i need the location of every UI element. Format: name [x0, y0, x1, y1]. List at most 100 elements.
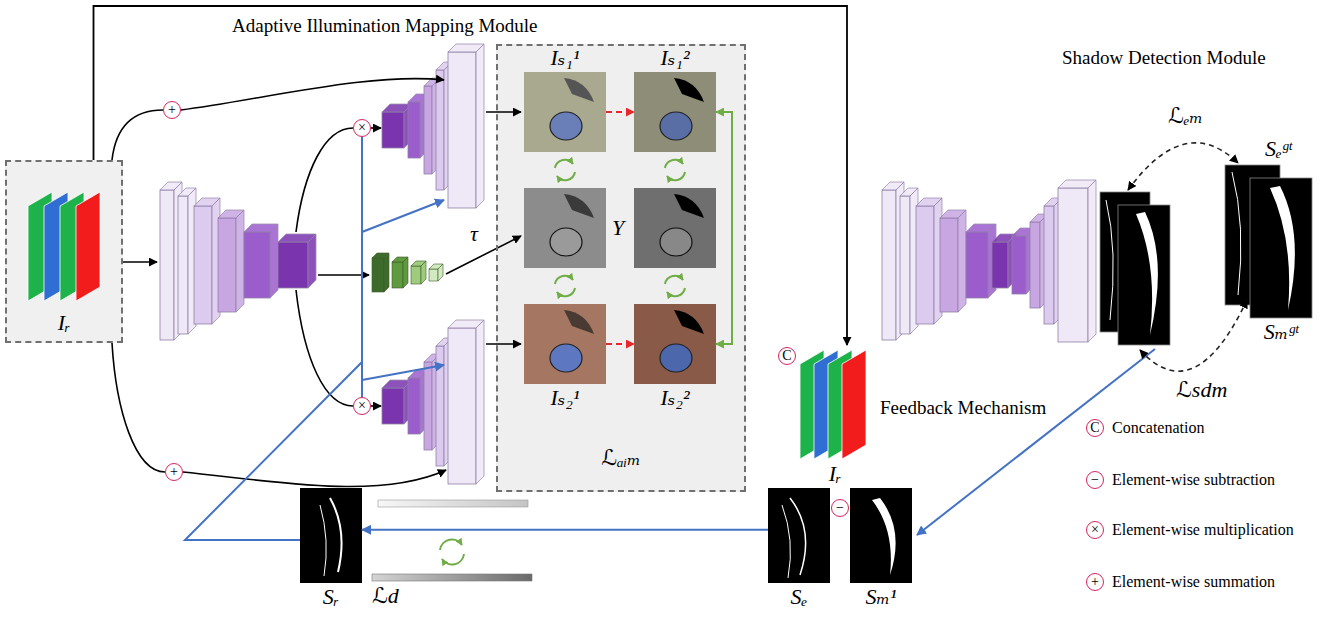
aim-images [674, 310, 704, 334]
shadow-detection-network [992, 242, 1008, 288]
feedback-maps [782, 505, 790, 578]
aim-images [564, 310, 594, 334]
threshold-network [438, 264, 443, 281]
operator-symbol: C [778, 347, 796, 365]
encoder-network [278, 234, 316, 288]
threshold-network [411, 261, 426, 284]
encoder-network [278, 242, 308, 288]
shadow-detection-network [1088, 180, 1096, 342]
aim-images [660, 344, 692, 372]
consistency-arrow [716, 112, 732, 344]
legend-symbol: × [1086, 521, 1104, 539]
image-panel: Y [524, 188, 606, 268]
mask-map: Sₘ¹ [850, 488, 912, 583]
feature-flow-lines [446, 236, 521, 274]
module-title: Feedback Mechanism [880, 398, 1046, 419]
node-label: Iₛ₂¹ [551, 386, 580, 410]
ground-truth-maps [1225, 165, 1312, 318]
lower-decoder [448, 328, 476, 484]
lower-decoder [476, 320, 484, 484]
upper-decoder [448, 52, 476, 208]
threshold-network [392, 257, 408, 288]
shadow-detection-network [882, 190, 896, 340]
consistency-cycle [440, 539, 462, 550]
feedback-maps [372, 574, 532, 581]
mask-map: Sᵣ [300, 488, 362, 583]
encoder-network [178, 196, 188, 334]
feedback-lines [185, 137, 1155, 540]
predicted-maps [1100, 192, 1170, 345]
mask-map: Sₘᵍᵗ [1250, 178, 1312, 318]
loss-label: ℒsdm [1176, 378, 1227, 402]
aim-images [674, 194, 704, 218]
ground-truth-maps [1232, 172, 1241, 295]
encoder-network [244, 224, 278, 298]
ground-truth-maps [1270, 186, 1295, 310]
lower-decoder [436, 346, 444, 466]
threshold-network [403, 257, 408, 288]
feedback-lines [917, 349, 1155, 535]
threshold-network [421, 261, 426, 284]
feature-flow-lines [486, 343, 521, 345]
feature-flow-lines [486, 111, 521, 113]
aim-images [634, 72, 716, 152]
threshold-symbol: τ [470, 222, 478, 246]
encoder-network [308, 234, 316, 288]
panel-grounds [5, 44, 746, 492]
aim-module-box: ℒₐᵢₘ Iₛ₁¹ Iₛ₁² Y Iₛ₂¹ Iₛ₂² [496, 44, 746, 492]
shadow-detection-network [940, 218, 958, 312]
ground-truth-maps [1250, 178, 1312, 318]
consistency-cycle [442, 554, 464, 565]
aim-images [564, 78, 594, 102]
skip-arrow [94, 6, 848, 345]
feedback-lines [362, 365, 444, 380]
node-label: Iₛ₂² [661, 386, 690, 410]
aim-images [524, 304, 606, 384]
input-stack: Iᵣ [795, 345, 875, 460]
feedback-lines [361, 137, 363, 397]
feedback-maps [320, 505, 326, 576]
image-panel: Iₛ₁² [634, 72, 716, 152]
node-label: Sₑ [791, 585, 808, 609]
feedback-maps [850, 488, 912, 583]
node-label: Sₘ¹ [865, 585, 896, 609]
consistency-cycle [667, 288, 685, 296]
operator-symbol: × [353, 119, 371, 137]
lower-decoder [382, 380, 412, 424]
shadow-detection-network [966, 232, 988, 298]
lower-decoder [408, 378, 420, 434]
feature-flow-lines [112, 79, 521, 487]
module-title: Shadow Detection Module [1062, 48, 1266, 69]
aim-images [550, 112, 582, 140]
feature-flow-lines [181, 79, 444, 110]
shadow-detection-network [940, 210, 966, 312]
shadow-detection-network [900, 188, 918, 334]
feedback-maps [790, 498, 806, 575]
threshold-network [429, 264, 443, 281]
consistency-cycle [665, 160, 683, 168]
threshold-network [429, 269, 438, 281]
encoder-network [194, 206, 212, 324]
encoder-network [218, 210, 244, 312]
input-rgb-stack [28, 192, 100, 301]
node-label: Iᵣ [829, 462, 842, 486]
node-label: ℒₐᵢₘ [601, 446, 640, 470]
aim-images [634, 188, 716, 268]
legend-text: Element-wise subtraction [1112, 471, 1275, 489]
aim-images [634, 304, 716, 384]
consistency-cycle [555, 276, 573, 284]
consistency-cycle [555, 160, 573, 168]
upper-decoder [382, 44, 484, 208]
shadow-detection-network [1058, 180, 1096, 342]
node-label: Iₛ₁¹ [551, 46, 580, 70]
operator-symbol: + [165, 463, 183, 481]
concat-rgb-stack [800, 350, 866, 459]
feedback-lines [362, 200, 444, 232]
threshold-network [411, 266, 421, 284]
legend-symbol: + [1086, 573, 1104, 591]
aim-images [550, 344, 582, 372]
encoder-network [244, 232, 270, 298]
consistency-cycle [665, 276, 683, 284]
encoder-network [218, 218, 236, 312]
loss-arcs [1128, 143, 1247, 371]
